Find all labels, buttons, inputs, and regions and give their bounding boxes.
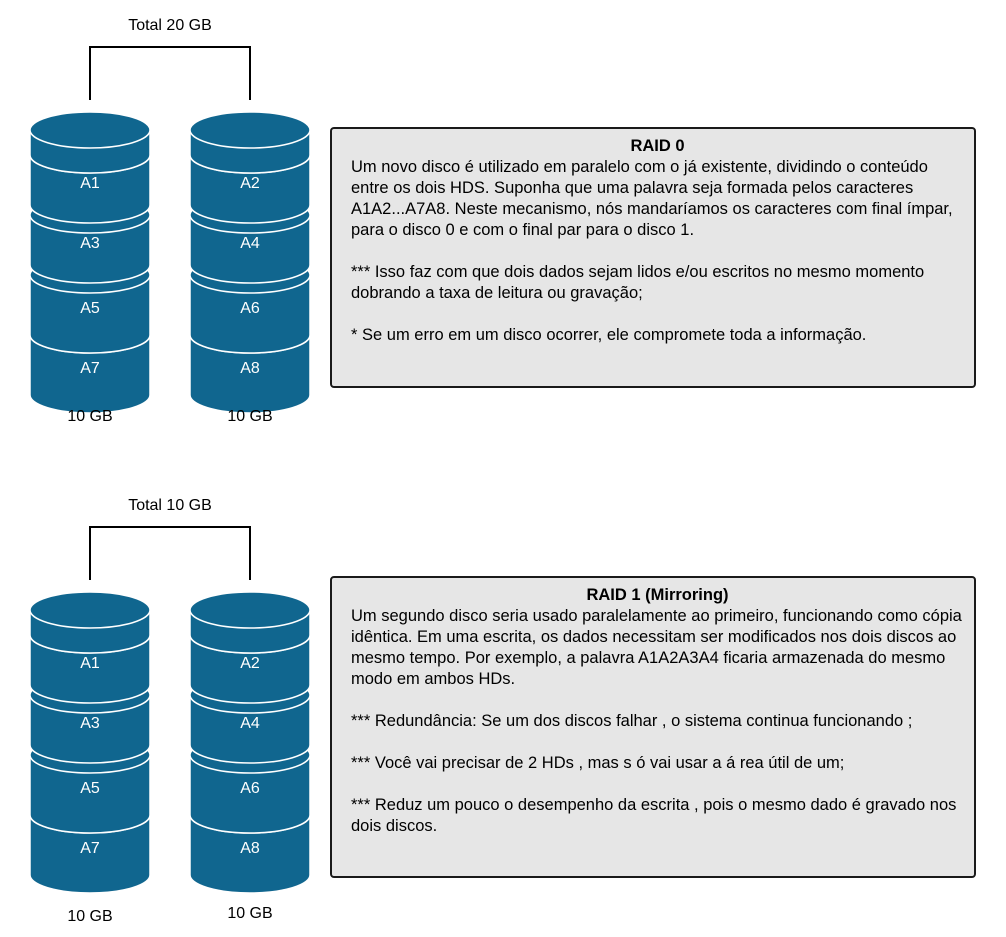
total-capacity-label: Total 20 GB [128, 17, 212, 34]
disk-stack: A8 A6 A4 A2 [189, 111, 311, 414]
raid1-paragraph-3: *** Você vai precisar de 2 HDs , mas s ó… [351, 754, 845, 772]
disk-size-label: 10 GB [227, 905, 272, 922]
segment-label: A1 [80, 655, 100, 672]
disk-stack: A7 A5 A3 A1 [29, 111, 151, 414]
raid1-paragraph-2: *** Redundância: Se um dos discos falhar… [351, 712, 913, 730]
segment-label: A5 [80, 780, 100, 797]
segment-label: A3 [80, 715, 100, 732]
total-bracket [89, 46, 251, 100]
segment-label: A1 [80, 175, 100, 192]
raid0-paragraph-2: *** Isso faz com que dois dados sejam li… [351, 263, 925, 302]
raid1-description-box: RAID 1 (Mirroring) Um segundo disco seri… [330, 576, 976, 878]
disk-top-cap [29, 591, 151, 629]
segment-label: A7 [80, 840, 100, 857]
raid0-title: RAID 0 [630, 137, 685, 155]
disk-top-cap [189, 111, 311, 149]
segment-label: A6 [240, 780, 260, 797]
raid1-title: RAID 1 (Mirroring) [586, 586, 729, 604]
segment-label: A2 [240, 175, 260, 192]
total-bracket [89, 526, 251, 580]
segment-label: A8 [240, 840, 260, 857]
segment-label: A5 [80, 300, 100, 317]
disk-top-cap [189, 591, 311, 629]
raid0-description-box: RAID 0 Um novo disco é utilizado em para… [330, 127, 976, 388]
segment-label: A2 [240, 655, 260, 672]
disk-size-label: 10 GB [227, 408, 272, 425]
disk-stack: A7 A5 A3 A1 [29, 591, 151, 894]
disk-size-label: 10 GB [67, 408, 112, 425]
segment-label: A4 [240, 235, 260, 252]
disk-size-label: 10 GB [67, 908, 112, 925]
raid1-paragraph-4: *** Reduz um pouco o desempenho da escri… [351, 796, 957, 835]
segment-label: A4 [240, 715, 260, 732]
segment-label: A3 [80, 235, 100, 252]
raid0-paragraph-1: Um novo disco é utilizado em paralelo co… [351, 158, 953, 239]
disk-top-cap [29, 111, 151, 149]
segment-label: A8 [240, 360, 260, 377]
raid0-paragraph-3: * Se um erro em um disco ocorrer, ele co… [351, 326, 867, 344]
total-capacity-label: Total 10 GB [128, 497, 212, 514]
disk-stack: A8 A6 A4 A2 [189, 591, 311, 894]
raid1-paragraph-1: Um segundo disco seria usado paralelamen… [351, 607, 962, 688]
segment-label: A7 [80, 360, 100, 377]
segment-label: A6 [240, 300, 260, 317]
